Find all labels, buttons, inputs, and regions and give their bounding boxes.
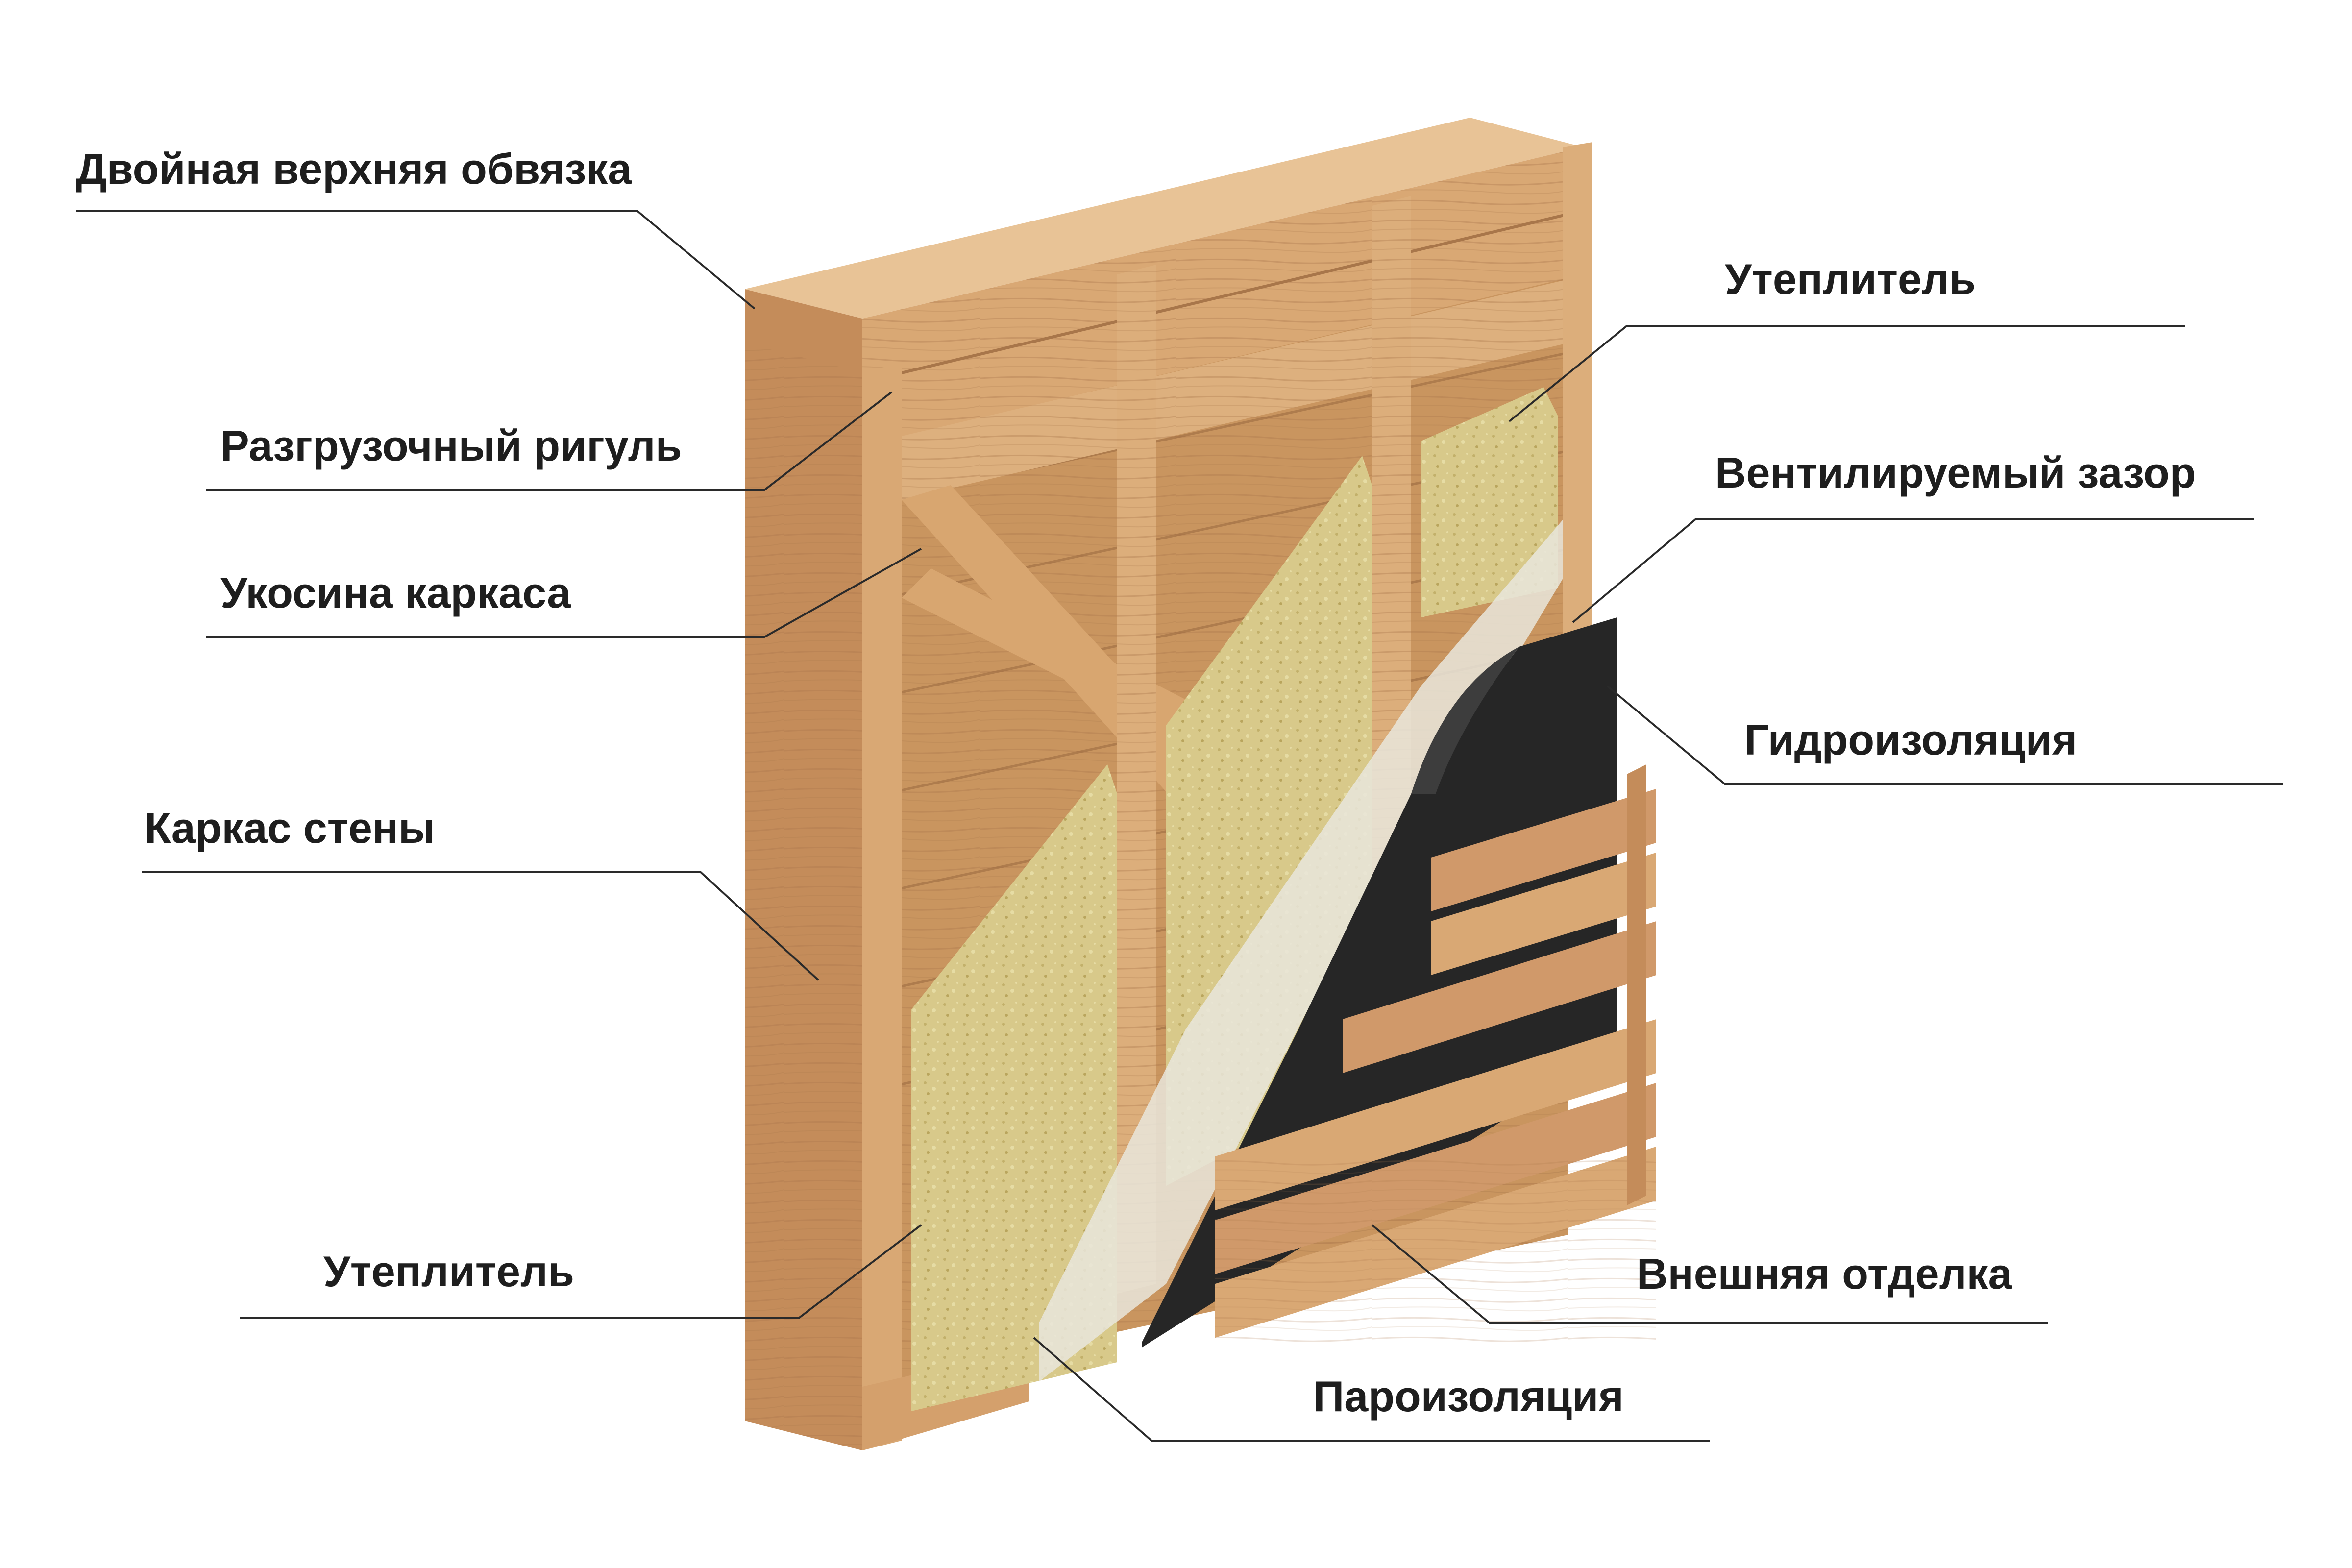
insulation-batt-left [911, 764, 1117, 1411]
finish-batten [1627, 764, 1646, 1205]
leader-waterproofing [1606, 685, 2283, 785]
label-insulation-right: Утеплитель [1725, 255, 1976, 303]
label-relief-girt: Разгрузочный ригуль [220, 421, 682, 470]
end-post-front [862, 363, 902, 1450]
label-vapor-barrier: Пароизоляция [1313, 1372, 1624, 1421]
leader-insulation-right [1508, 325, 2185, 422]
finish-board-5 [1431, 853, 1656, 975]
label-waterproofing: Гидроизоляция [1744, 715, 2077, 764]
label-wall-frame: Каркас стены [145, 804, 435, 852]
leader-lines [76, 210, 2283, 1442]
label-frame-brace: Укосина каркаса [220, 568, 571, 617]
leader-wall-frame [142, 871, 819, 981]
frame-brace-3 [902, 568, 1254, 764]
leader-vapor-barrier [1033, 1337, 1710, 1442]
insulation-batt-right [1421, 387, 1558, 617]
leader-insulation-left [240, 1224, 922, 1319]
membrane-fold [1411, 647, 1519, 794]
leader-ventilated-gap [1572, 518, 2254, 623]
vapor-barrier [1039, 519, 1563, 1382]
leader-relief-girt [206, 391, 893, 491]
finish-board-6 [1431, 789, 1656, 911]
label-ventilated-gap: Вентилируемый зазор [1715, 448, 2196, 497]
leader-double-top-plate [76, 210, 756, 310]
label-insulation-left: Утеплитель [323, 1247, 574, 1296]
labels: Двойная верхняя обвязка Разгрузочный риг… [76, 145, 2196, 1421]
stud-3 [1563, 142, 1592, 637]
leader-frame-brace [206, 548, 922, 638]
top-plate-top-face [745, 118, 1583, 318]
label-double-top-plate: Двойная верхняя обвязка [76, 145, 632, 193]
leader-exterior-finish [1371, 1224, 2048, 1324]
finish-board-4 [1343, 921, 1656, 1073]
label-exterior-finish: Внешняя отделка [1637, 1250, 2013, 1298]
exterior-finish [1215, 764, 1656, 1343]
